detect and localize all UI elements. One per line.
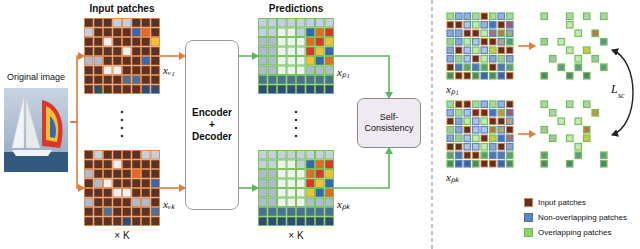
- patch-grid: [447, 13, 513, 79]
- legend-row: Non-overlapping patches: [524, 213, 627, 222]
- flow-arrow: [334, 56, 389, 98]
- process-box: Self-Consistency: [357, 98, 421, 148]
- repeat-count: × K: [84, 230, 160, 241]
- grid-label: xᵥₖ: [163, 196, 175, 211]
- patch-grid: [541, 101, 607, 167]
- loss-symbol: L: [611, 82, 618, 97]
- crop-arrow: [518, 133, 535, 135]
- column-heading: Predictions: [258, 3, 334, 14]
- flow-arrow: [239, 55, 258, 57]
- divider: [432, 0, 433, 249]
- legend-row: Overlapping patches: [524, 228, 611, 237]
- flow-arrow: [334, 148, 389, 188]
- process-box: Encoder + Decoder: [185, 40, 239, 210]
- box-label: Self-Consistency: [361, 112, 417, 134]
- patch-grid-node: xₚ₁: [446, 12, 514, 80]
- grid-label: xₚₖ: [446, 169, 459, 184]
- loss-subscript: sc: [618, 91, 625, 100]
- grid-label: xᵥ₁: [163, 64, 175, 76]
- image-label: Original image: [2, 72, 70, 82]
- patch-grid: [259, 151, 334, 226]
- patch-grid: [259, 19, 334, 94]
- sailboat-photo: [4, 88, 68, 172]
- loss-arrow: [612, 50, 633, 135]
- legend-swatch: [524, 228, 533, 237]
- box-label: Encoder + Decoder: [189, 107, 235, 143]
- column-heading: Input patches: [84, 3, 160, 14]
- patch-grid: [447, 101, 513, 167]
- patch-grid: [85, 151, 160, 226]
- flow-arrow: [160, 187, 185, 189]
- repeat-count: × K: [258, 230, 334, 241]
- grid-label: xₚₖ: [337, 196, 350, 211]
- patch-grid-node: xᵥ₁: [84, 18, 160, 94]
- patch-grid-node: xₚₖ: [258, 150, 334, 226]
- flow-arrow: [70, 122, 84, 188]
- flow-arrow: [70, 56, 84, 122]
- crop-arrow: [518, 45, 535, 47]
- legend-text: Overlapping patches: [538, 228, 611, 237]
- patch-grid-node: xᵥₖ: [84, 150, 160, 226]
- flow-arrow: [160, 55, 185, 57]
- patch-grid: [85, 19, 160, 94]
- image-node: Original image: [2, 72, 70, 172]
- legend-row: Input patches: [524, 198, 586, 207]
- legend-text: Input patches: [538, 198, 586, 207]
- patch-grid-node: xₚₖ: [446, 100, 514, 168]
- legend-swatch: [524, 213, 533, 222]
- legend-swatch: [524, 198, 533, 207]
- grid-label: xₚ₁: [337, 64, 350, 79]
- patch-grid-node: xₚ₁: [258, 18, 334, 94]
- legend-text: Non-overlapping patches: [538, 213, 627, 222]
- patch-grid: [541, 13, 607, 79]
- flow-arrow: [239, 187, 258, 189]
- grid-label: xₚ₁: [446, 81, 459, 96]
